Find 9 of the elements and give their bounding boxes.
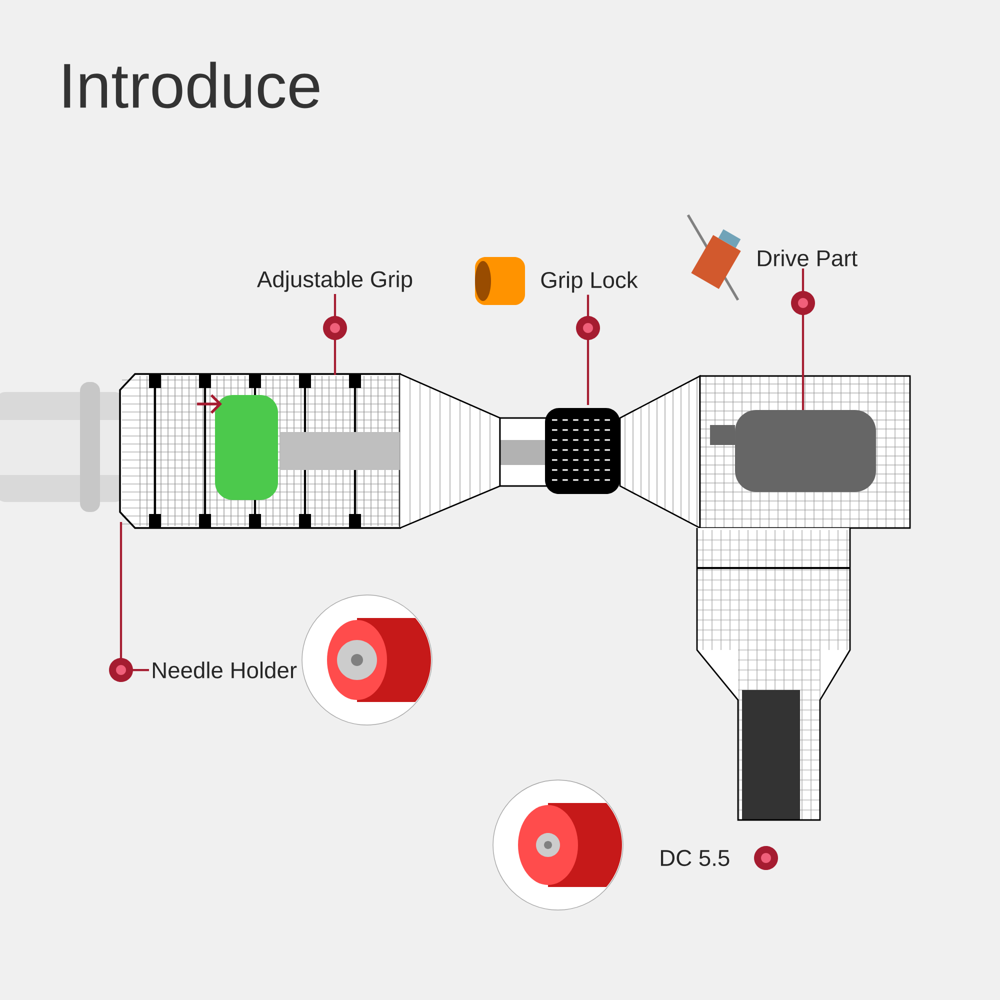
part-label: Drive Part [758,250,858,266]
part-label: Adjustable Grip [256,270,412,292]
part-label: Needle Holder [152,662,297,678]
leader-line [802,268,804,410]
title: Introduce [64,62,320,108]
leader-line [586,294,590,405]
leader-line [334,294,336,375]
part-label: Grip Lock [541,271,638,293]
part-label: DC 5.5 [661,850,730,866]
